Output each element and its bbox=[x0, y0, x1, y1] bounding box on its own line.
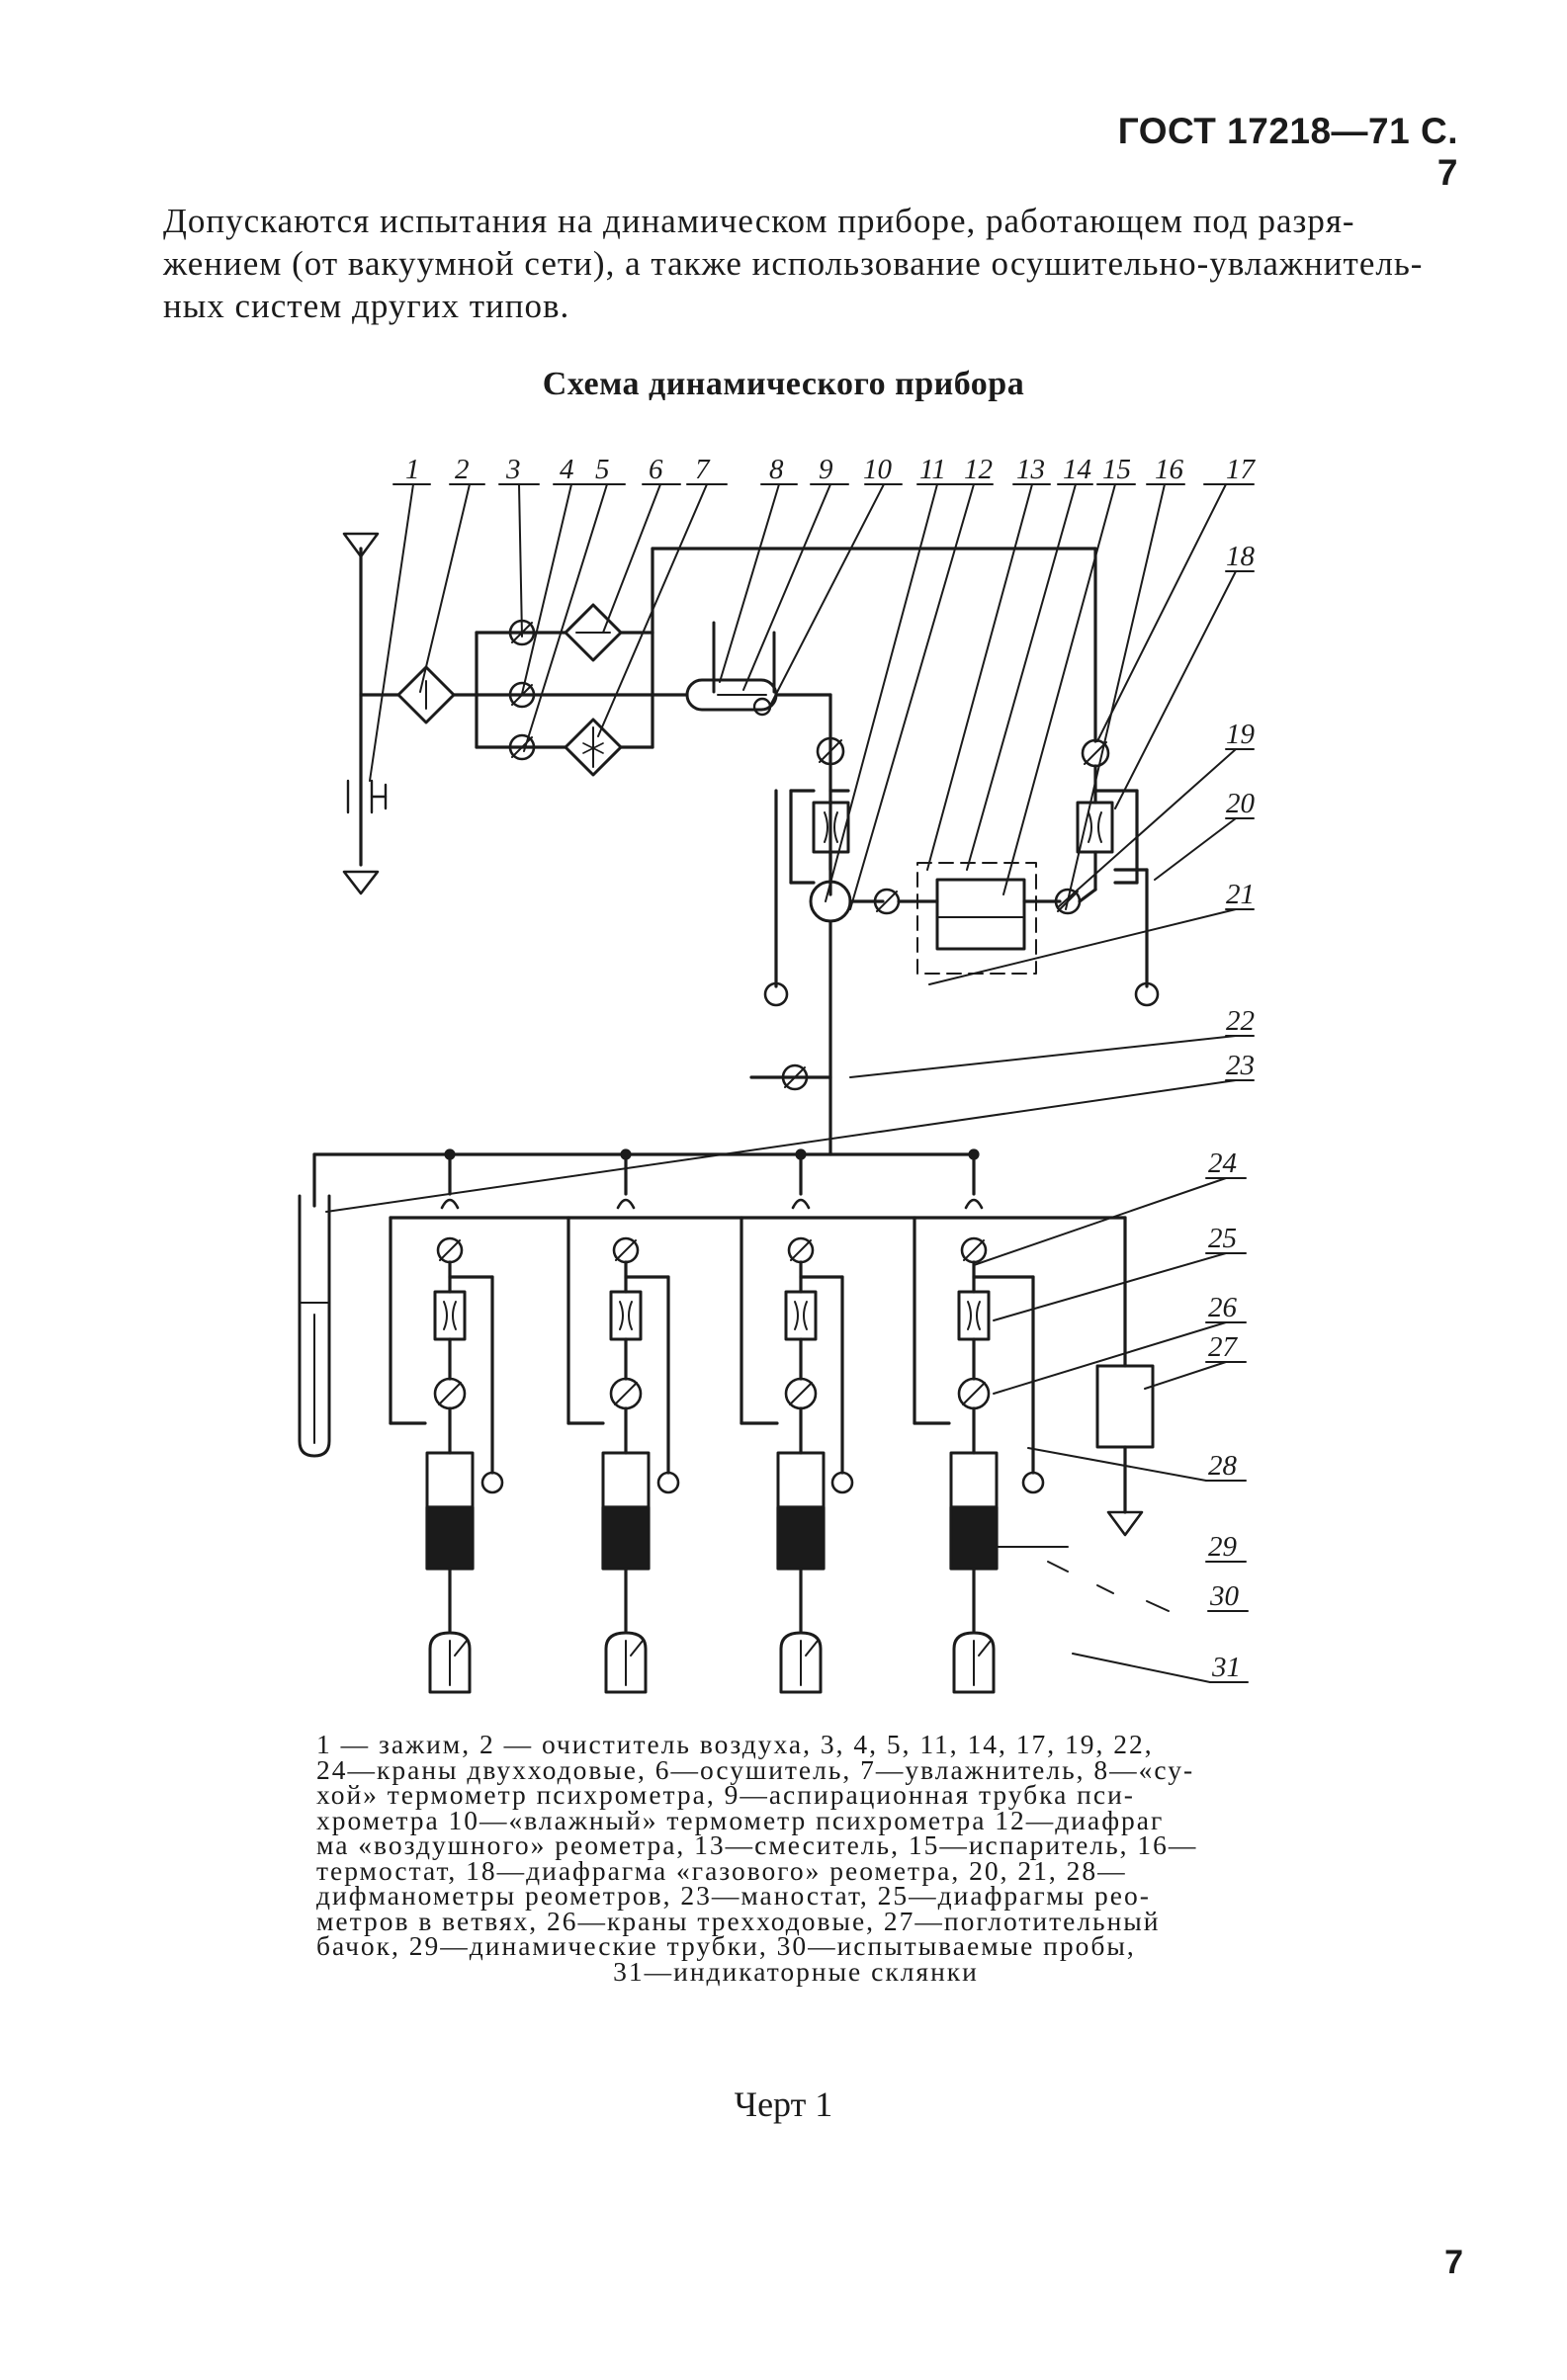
branch-2 bbox=[566, 1148, 680, 1694]
page-number: 7 bbox=[1444, 2244, 1463, 2281]
label-5: 5 bbox=[595, 454, 610, 485]
label-26: 26 bbox=[1208, 1292, 1238, 1323]
label-22: 22 bbox=[1226, 1005, 1255, 1037]
label-20: 20 bbox=[1226, 788, 1256, 819]
label-13: 13 bbox=[1016, 454, 1045, 485]
intro-line: жением (от вакуумной сети), а также испо… bbox=[163, 244, 1424, 283]
label-28: 28 bbox=[1208, 1450, 1238, 1482]
label-27: 27 bbox=[1208, 1331, 1239, 1363]
caption-line: 1 — зажим, 2 — очиститель воздуха, 3, 4,… bbox=[316, 1729, 1154, 1759]
label-31: 31 bbox=[1211, 1652, 1241, 1683]
label-24: 24 bbox=[1208, 1148, 1237, 1179]
label-3: 3 bbox=[505, 454, 521, 485]
figure-caption: 1 — зажим, 2 — очиститель воздуха, 3, 4,… bbox=[316, 1729, 1275, 1987]
label-16: 16 bbox=[1155, 454, 1184, 485]
label-25: 25 bbox=[1208, 1223, 1237, 1254]
page-header: ГОСТ 17218—71 С. 7 bbox=[1117, 111, 1458, 193]
label-7: 7 bbox=[695, 454, 711, 485]
label-30: 30 bbox=[1209, 1580, 1240, 1612]
label-21: 21 bbox=[1226, 879, 1255, 910]
caption-line: ма «воздушного» реометра, 13—смеситель, … bbox=[316, 1829, 1198, 1860]
label-17: 17 bbox=[1226, 454, 1257, 485]
caption-line: 31—индикаторные склянки bbox=[613, 1955, 979, 1987]
caption-line: 24—краны двухходовые, 6—осушитель, 7—увл… bbox=[316, 1753, 1195, 1785]
branch-1 bbox=[389, 1148, 504, 1694]
label-11: 11 bbox=[919, 454, 946, 485]
label-15: 15 bbox=[1102, 454, 1131, 485]
intro-paragraph: Допускаются испытания на динамическом пр… bbox=[163, 200, 1478, 327]
branch-4 bbox=[913, 1148, 1045, 1694]
label-19: 19 bbox=[1226, 719, 1256, 750]
label-6: 6 bbox=[649, 454, 663, 485]
caption-line: термостат, 18—диафрагма «газового» реоме… bbox=[316, 1854, 1127, 1886]
caption-line: бачок, 29—динамические трубки, 30—испыты… bbox=[316, 1930, 1136, 1961]
caption-line: дифманометры реометров, 23—маностат, 25—… bbox=[316, 1880, 1151, 1911]
label-8: 8 bbox=[769, 454, 784, 485]
label-9: 9 bbox=[819, 454, 833, 485]
label-4: 4 bbox=[560, 454, 574, 485]
caption-line: хой» термометр психрометра, 9—аспирацион… bbox=[316, 1779, 1135, 1810]
intro-line: ных систем других типов. bbox=[163, 287, 570, 325]
label-12: 12 bbox=[964, 454, 993, 485]
label-2: 2 bbox=[455, 454, 470, 485]
label-18: 18 bbox=[1226, 541, 1256, 572]
branch-3 bbox=[740, 1148, 854, 1694]
figure-label: Черт 1 bbox=[734, 2084, 833, 2124]
intro-line: Допускаются испытания на динамическом пр… bbox=[163, 202, 1355, 240]
diagram-title: Схема динамического прибора bbox=[542, 366, 1025, 402]
label-10: 10 bbox=[863, 454, 893, 485]
label-14: 14 bbox=[1063, 454, 1091, 485]
label-29: 29 bbox=[1208, 1531, 1238, 1563]
label-1: 1 bbox=[405, 454, 420, 485]
caption-line: метров в ветвях, 26—краны трехходовые, 2… bbox=[316, 1905, 1161, 1936]
caption-line: хрометра 10—«влажный» термометр психроме… bbox=[316, 1804, 1165, 1835]
label-23: 23 bbox=[1226, 1050, 1255, 1081]
